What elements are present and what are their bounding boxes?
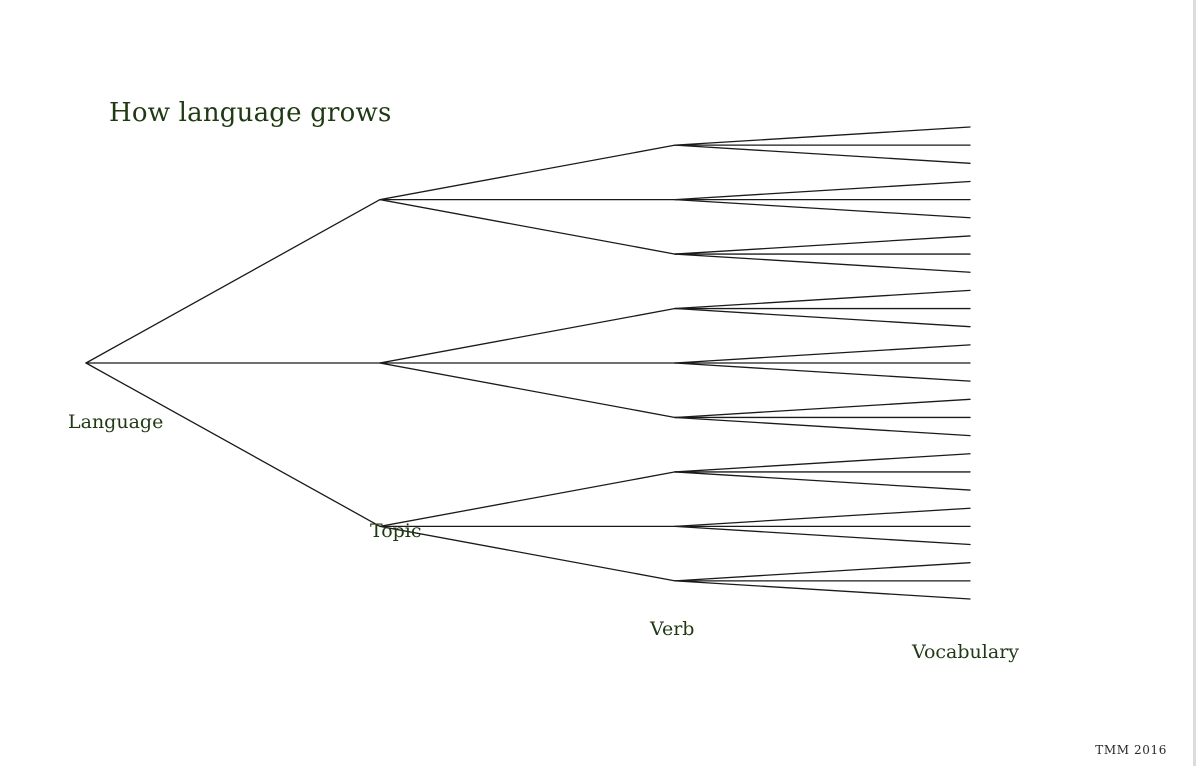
branch-verb-to-vocabulary xyxy=(674,180,971,201)
topic-level-label: Topic xyxy=(370,520,422,542)
branch-verb-to-vocabulary xyxy=(674,198,971,219)
branch-topic-to-verb xyxy=(379,144,676,201)
branch-verb-to-vocabulary xyxy=(674,344,971,364)
branch-verb-to-vocabulary xyxy=(674,126,971,146)
branch-verb-to-vocabulary xyxy=(674,580,971,600)
root-level-label: Language xyxy=(68,411,164,433)
branch-verb-to-vocabulary xyxy=(674,253,971,273)
branch-language-to-topic xyxy=(85,198,381,364)
branch-verb-to-vocabulary xyxy=(674,416,971,437)
branch-language-to-topic xyxy=(85,362,381,528)
branch-verb-to-vocabulary xyxy=(674,507,971,528)
vocabulary-level-label: Vocabulary xyxy=(912,641,1020,663)
verb-level-label: Verb xyxy=(650,618,695,640)
diagram-title: How language grows xyxy=(109,98,392,128)
branch-verb-to-vocabulary xyxy=(674,453,971,473)
branch-verb-to-vocabulary xyxy=(674,235,971,255)
branch-verb-to-vocabulary xyxy=(674,307,971,328)
branch-verb-to-vocabulary xyxy=(674,398,971,419)
credit-text: TMM 2016 xyxy=(1095,743,1167,757)
branch-verb-to-vocabulary xyxy=(674,471,971,491)
branch-verb-to-vocabulary xyxy=(674,362,971,382)
branch-topic-to-verb xyxy=(379,471,676,528)
page-edge-divider xyxy=(1193,0,1196,766)
branch-topic-to-verb xyxy=(379,198,676,255)
branch-topic-to-verb xyxy=(379,525,676,582)
branch-topic-to-verb xyxy=(379,362,676,419)
branch-verb-to-vocabulary xyxy=(674,562,971,582)
branch-topic-to-verb xyxy=(379,307,676,364)
branch-verb-to-vocabulary xyxy=(674,525,971,546)
branch-verb-to-vocabulary xyxy=(674,144,971,164)
branch-verb-to-vocabulary xyxy=(674,289,971,310)
